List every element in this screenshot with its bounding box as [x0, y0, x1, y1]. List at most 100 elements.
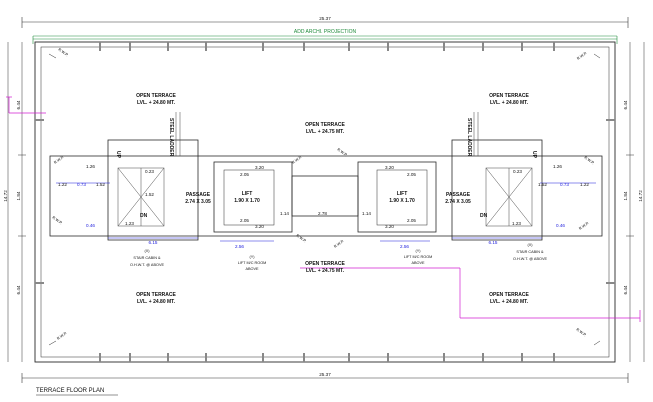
dn-right: DN — [480, 213, 488, 219]
right-dim-bottom: 6.44 — [623, 285, 628, 294]
passage-right-size: 2.74 X 3.05 — [445, 199, 471, 205]
dim-left-046: 0.46 — [86, 223, 95, 228]
section-marker-left — [6, 96, 46, 114]
dim-left-152b: 1.52 — [145, 192, 154, 197]
dim-left-122: 1.22 — [58, 182, 67, 187]
rwp-label-cr2: R.W.P. — [333, 239, 345, 249]
building-outline — [34, 41, 616, 363]
terrace-br-level: LVL. + 24.80 MT. — [490, 299, 529, 305]
right-side-dimension — [626, 42, 645, 362]
rwp-label-ml: R.W.P. — [53, 155, 65, 165]
dim-lift-205b: 2.05 — [240, 218, 249, 223]
dim-right-126: 1.26 — [553, 164, 562, 169]
up-right: UP — [531, 151, 537, 159]
passage-right-title: PASSAGE — [446, 192, 471, 198]
right-dim-mid: 1.84 — [623, 191, 628, 200]
rwp-label-cr1: R.W.P. — [336, 148, 348, 158]
dim-right-123: 1.23 — [512, 221, 521, 226]
terrace-tl-title: OPEN TERRACE — [136, 93, 176, 99]
dim-right-046: 0.46 — [556, 223, 565, 228]
lift-left-title: LIFT — [242, 191, 253, 197]
lift-room-left-3: ABOVE — [245, 267, 259, 271]
dim-left-152: 1.52 — [96, 182, 105, 187]
rwp-label-tl: R.W.P. — [57, 48, 69, 58]
column-markers — [35, 42, 615, 362]
dim-left-023: 0.23 — [145, 169, 154, 174]
top-overall-dimension — [21, 17, 629, 28]
dim-right-073: 0.73 — [560, 182, 569, 187]
dim-lift-205: 2.05 — [240, 172, 249, 177]
dim-lift-r-205b: 2.05 — [407, 218, 416, 223]
dim-lift-r-320: 3.20 — [385, 165, 394, 170]
steel-ladder-label-left-1: STEEL LADDER — [168, 118, 174, 157]
rwp-label-bl: R.W.P. — [56, 331, 68, 341]
bottom-width-dim: 25.37 — [319, 372, 331, 377]
terrace-tc-level: LVL. + 24.75 MT. — [306, 129, 345, 135]
rwp-label-tr: R.W.P. — [576, 51, 588, 61]
steel-ladder-right — [473, 112, 479, 156]
stair-cabin-left-1: (X) — [144, 249, 150, 253]
projection-note: ADD ARCHI. PROJECTION — [294, 29, 357, 35]
terrace-bl-title: OPEN TERRACE — [136, 292, 176, 298]
dim-lift-r-320b: 3.20 — [385, 224, 394, 229]
terrace-tl-level: LVL. + 24.80 MT. — [137, 100, 176, 106]
dim-left-123: 1.23 — [125, 221, 134, 226]
left-side-dimension — [7, 42, 26, 362]
lift-room-right-2: LIFT M/C ROOM — [404, 255, 433, 259]
dim-lift-256: 2.56 — [235, 244, 244, 249]
dim-mid-114: 1.14 — [280, 211, 289, 216]
dim-mid-278: 2.78 — [318, 211, 327, 216]
rwp-label-mr: R.W.P. — [583, 156, 595, 166]
stair-right — [485, 167, 533, 227]
steel-ladder-label-right-1: STEEL LADDER — [466, 118, 472, 157]
section-marker-right — [300, 267, 641, 322]
terrace-bl-level: LVL. + 24.80 MT. — [137, 299, 176, 305]
blue-dimension-lines — [56, 182, 596, 242]
stair-cabin-right-3: O.H.W.T. @ ABOVE — [513, 257, 547, 261]
dim-right-615: 6.15 — [489, 240, 498, 245]
dn-left: DN — [140, 213, 148, 219]
passage-left-title: PASSAGE — [186, 192, 211, 198]
rwp-label-cl2: R.W.P. — [295, 234, 307, 244]
dim-right-152: 1.52 — [538, 182, 547, 187]
dim-left-126: 1.26 — [86, 164, 95, 169]
rwp-markers — [48, 53, 601, 346]
lift-right-size: 1.90 X 1.70 — [389, 198, 415, 204]
terrace-bc-title: OPEN TERRACE — [305, 261, 345, 267]
dim-lift-r-205: 2.05 — [407, 172, 416, 177]
top-width-dim: 25.37 — [319, 16, 331, 21]
bottom-overall-dimension — [21, 373, 629, 383]
terrace-tc-title: OPEN TERRACE — [305, 122, 345, 128]
dim-left-073: 0.73 — [77, 182, 86, 187]
rwp-label-r2: R.W.P. — [578, 221, 590, 231]
lift-left-size: 1.90 X 1.70 — [234, 198, 260, 204]
drawing-title: TERRACE FLOOR PLAN — [36, 388, 104, 394]
lift-room-right-3: ABOVE — [411, 261, 425, 265]
lift-room-right-1: (Y) — [415, 249, 421, 253]
left-dim-mid: 1.84 — [16, 191, 21, 200]
terrace-tr-level: LVL. + 24.80 MT. — [490, 100, 529, 106]
terrace-br-title: OPEN TERRACE — [489, 292, 529, 298]
lift-room-left-2: LIFT M/C ROOM — [238, 261, 267, 265]
right-overall-dim: 14.72 — [638, 190, 643, 202]
core-block — [49, 139, 603, 241]
stair-left — [117, 167, 165, 227]
stair-cabin-left-2: STAIR CABIN & — [133, 256, 161, 260]
dim-right-122: 1.22 — [580, 182, 589, 187]
rwp-label-cl1: R.W.P. — [291, 155, 303, 165]
dim-lift-320: 3.20 — [255, 165, 264, 170]
right-dim-top: 6.44 — [623, 100, 628, 109]
lift-right-title: LIFT — [397, 191, 408, 197]
stair-cabin-left-3: O.H.W.T. @ ABOVE — [130, 263, 164, 267]
steel-ladder-left — [175, 112, 181, 156]
lift-room-left-1: (Y) — [249, 255, 255, 259]
stair-cabin-right-1: (X) — [527, 243, 533, 247]
left-dim-bottom: 6.44 — [16, 285, 21, 294]
terrace-tr-title: OPEN TERRACE — [489, 93, 529, 99]
dim-right-023: 0.23 — [513, 169, 522, 174]
projection-line — [32, 35, 618, 44]
dim-lift-r-256: 2.56 — [400, 244, 409, 249]
terrace-bc-level: LVL. + 24.75 MT. — [306, 268, 345, 274]
stair-cabin-right-2: STAIR CABIN & — [516, 250, 544, 254]
